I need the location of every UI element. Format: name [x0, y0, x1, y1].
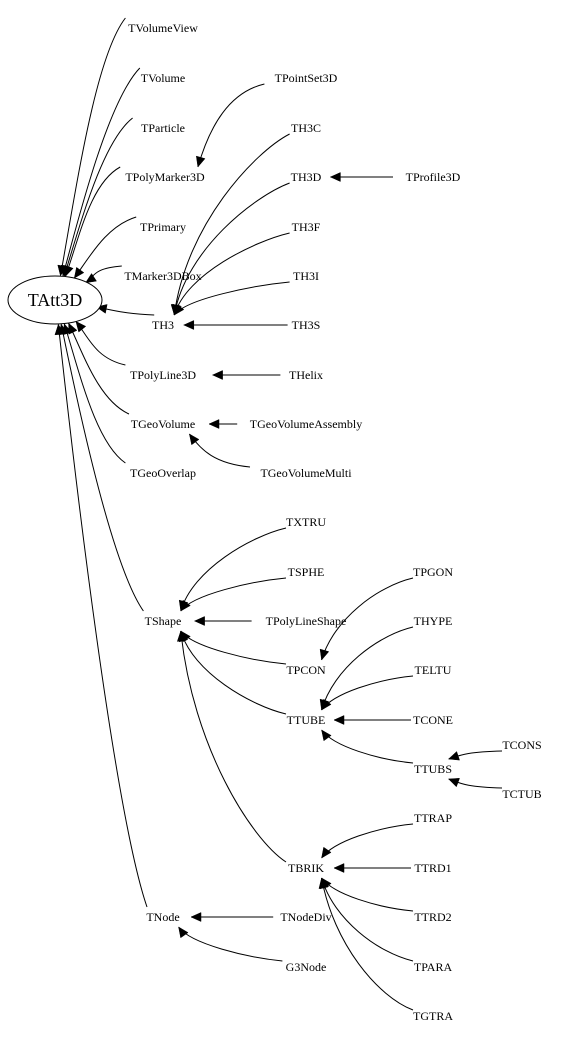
arrowhead-thelix-to-tpolyline3d: [211, 370, 223, 380]
edge-tvolumeview-to-tatt3d: [59, 17, 126, 276]
edge-thype-to-ttube: [321, 626, 414, 711]
node-g3node: G3Node: [286, 960, 327, 974]
node-tatt3d: TAtt3D: [7, 275, 103, 325]
node-tpolymarker3d: TPolyMarker3D: [125, 170, 205, 184]
node-thelix: THelix: [289, 368, 323, 382]
arrowhead-ttrd1-to-tbrik: [333, 863, 345, 873]
node-tparticle: TParticle: [141, 121, 185, 135]
edge-tpolymarker3d-to-tatt3d: [65, 166, 121, 277]
edge-th3c-to-th3: [173, 133, 290, 316]
edge-tpara-to-tbrik: [321, 877, 414, 962]
arrowhead-tnode-to-tatt3d: [54, 323, 65, 336]
edge-ttube-to-tshape: [180, 630, 287, 715]
arrowhead-tctub-to-ttubs: [448, 778, 460, 788]
arrowhead-tpointset3d-to-tpolymarker3d: [196, 155, 206, 168]
node-tgeovolumemulti: TGeoVolumeMulti: [260, 466, 352, 480]
node-teltu: TELTU: [415, 663, 452, 677]
node-tcone: TCONE: [413, 713, 453, 727]
arrowhead-tmarker3dbox-to-tatt3d: [85, 273, 97, 284]
node-tprofile3d: TProfile3D: [406, 170, 461, 184]
node-th3d: TH3D: [291, 170, 322, 184]
edge-tpgon-to-tpcon: [321, 577, 414, 661]
edge-ttubs-to-ttube: [321, 729, 414, 764]
arrowhead-tpolylineshape-to-tshape: [193, 616, 205, 626]
node-tnodediv: TNodeDiv: [280, 910, 331, 924]
node-tpolyline3d: TPolyLine3D: [130, 368, 196, 382]
nodes-layer: TAtt3D TVolumeViewTVolumeTParticleTPolyMa…: [7, 21, 542, 1023]
arrowhead-tgeovolumeassembly-to-tgeovolume: [208, 419, 220, 429]
arrowhead-tprimary-to-tatt3d: [73, 266, 85, 279]
edge-tnode-to-tatt3d: [57, 324, 148, 908]
node-ttrd1: TTRD1: [414, 861, 451, 875]
node-th3s: TH3S: [292, 318, 321, 332]
arrowhead-ttubs-to-ttube: [321, 729, 332, 742]
arrowhead-tgeovolumemulti-to-tgeovolume: [189, 433, 200, 446]
node-tmarker3dbox: TMarker3DBox: [124, 269, 201, 283]
node-th3c: TH3C: [291, 121, 321, 135]
edge-th3f-to-th3: [173, 232, 290, 316]
node-th3i: TH3I: [293, 269, 319, 283]
edge-tgtra-to-tbrik: [321, 877, 414, 1011]
edge-tgeovolume-to-tatt3d: [68, 323, 130, 415]
node-tshape: TShape: [145, 614, 182, 628]
node-tvolume: TVolume: [141, 71, 185, 85]
arrowhead-th3s-to-th3: [183, 320, 195, 330]
arrowhead-th3i-to-th3: [173, 303, 185, 316]
node-tpgon: TPGON: [413, 565, 453, 579]
node-tpcon: TPCON: [286, 663, 326, 677]
node-tgeooverlap: TGeoOverlap: [130, 466, 196, 480]
node-tpolylineshape: TPolyLineShape: [266, 614, 347, 628]
node-tctub: TCTUB: [502, 787, 541, 801]
arrowhead-tcone-to-ttube: [333, 715, 345, 725]
edge-txtru-to-tshape: [180, 527, 287, 612]
node-tcons: TCONS: [502, 738, 541, 752]
arrowhead-tpolyline3d-to-tatt3d: [75, 320, 87, 333]
node-ttrd2: TTRD2: [414, 910, 451, 924]
node-thype: THYPE: [414, 614, 453, 628]
node-ttube: TTUBE: [287, 713, 326, 727]
arrowhead-ttrap-to-tbrik: [321, 846, 332, 859]
arrowhead-tbrik-to-tshape: [176, 630, 187, 642]
arrowhead-tcons-to-ttubs: [448, 751, 460, 761]
edges-layer: [54, 17, 503, 1011]
node-tbrik: TBRIK: [288, 861, 324, 875]
edge-tparticle-to-tatt3d: [63, 117, 133, 277]
edge-tvolume-to-tatt3d: [62, 67, 141, 277]
node-tgtra: TGTRA: [413, 1009, 453, 1023]
arrowhead-teltu-to-ttube: [321, 698, 332, 711]
arrowhead-tgtra-to-tbrik: [318, 877, 329, 889]
node-tsphe: TSPHE: [288, 565, 325, 579]
edge-tbrik-to-tshape: [180, 630, 287, 863]
node-txtru: TXTRU: [286, 515, 326, 529]
edge-tpointset3d-to-tpolymarker3d: [197, 83, 265, 168]
node-tgeovolume: TGeoVolume: [131, 417, 195, 431]
node-ttrap: TTRAP: [414, 811, 452, 825]
node-tvolumeview: TVolumeView: [128, 21, 198, 35]
arrowhead-tprofile3d-to-th3d: [329, 172, 341, 182]
arrowhead-tpolymarker3d-to-tatt3d: [64, 264, 74, 277]
node-tprimary: TPrimary: [140, 220, 186, 234]
edge-tshape-to-tatt3d: [60, 324, 144, 612]
arrowhead-tsphe-to-tshape: [180, 599, 191, 612]
node-tgeovolumeassembly: TGeoVolumeAssembly: [250, 417, 362, 431]
arrowhead-g3node-to-tnode: [178, 926, 189, 939]
node-th3f: TH3F: [292, 220, 321, 234]
edge-th3d-to-th3: [173, 182, 290, 316]
root-node-label: TAtt3D: [28, 290, 83, 310]
edge-ttrap-to-tbrik: [321, 823, 414, 859]
node-tpara: TPARA: [414, 960, 453, 974]
root-node-ellipse: [7, 275, 103, 325]
edge-g3node-to-tnode: [178, 926, 283, 962]
node-ttubs: TTUBS: [414, 762, 452, 776]
node-tpointset3d: TPointSet3D: [275, 71, 338, 85]
node-tnode: TNode: [146, 910, 179, 924]
edge-tgeooverlap-to-tatt3d: [63, 323, 126, 464]
arrowhead-tpgon-to-tpcon: [319, 648, 330, 661]
arrowhead-tnodediv-to-tnode: [190, 912, 202, 922]
node-th3: TH3: [152, 318, 174, 332]
